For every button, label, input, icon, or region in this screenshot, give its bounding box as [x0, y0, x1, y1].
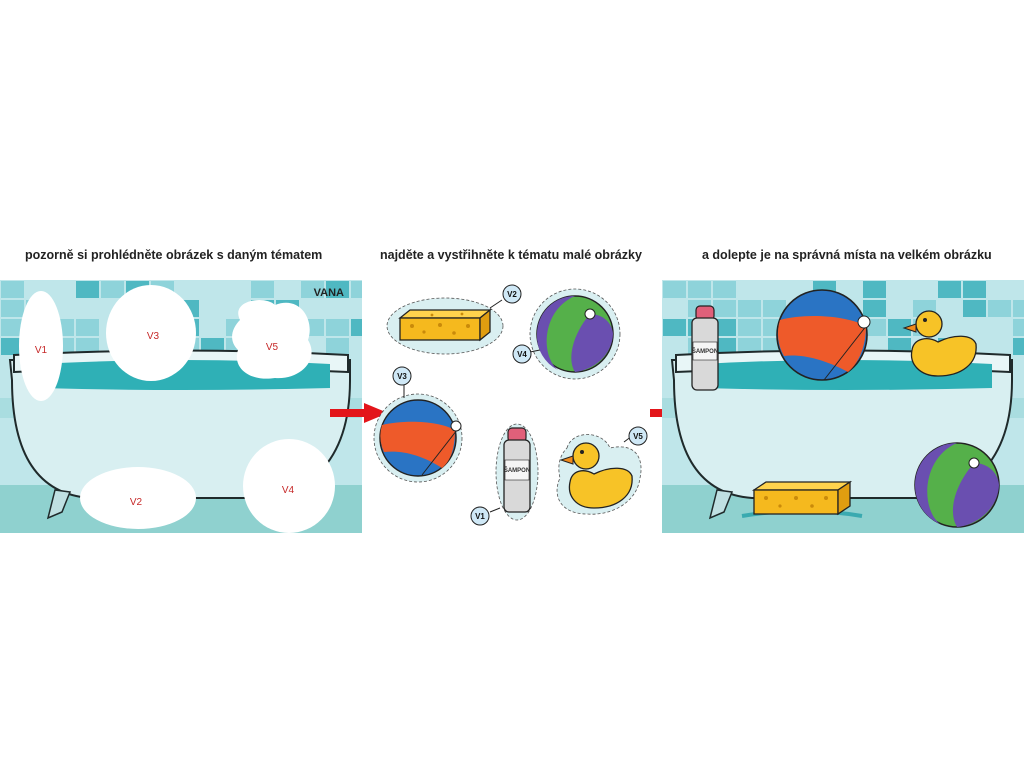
wall-tile — [838, 281, 861, 298]
wall-tile — [351, 281, 362, 298]
wall-tile — [863, 300, 886, 317]
sponge-icon — [741, 480, 863, 518]
tag-v5: V5 — [633, 432, 643, 441]
bathtub-illustration: ŠAMPON — [662, 280, 1024, 533]
right-arrow-icon — [330, 403, 388, 423]
beach-ball-green-cutout[interactable]: V4 — [512, 288, 621, 380]
wall-tile — [738, 319, 761, 336]
wall-tile — [1, 319, 24, 336]
wall-tile — [713, 281, 736, 298]
wall-tile — [1013, 319, 1024, 336]
wall-tile — [301, 281, 324, 298]
wall-tile — [713, 300, 736, 317]
wall-tile — [1, 338, 24, 355]
caption-step-2: najděte a vystřihněte k tématu malé obrá… — [380, 248, 642, 262]
wall-tile — [351, 338, 362, 355]
wall-tile — [663, 319, 686, 336]
bathtub-illustration: V1 V3 V5 V2 V4 VANA — [0, 280, 362, 533]
wall-tile — [888, 300, 911, 317]
wall-tile — [763, 281, 786, 298]
wall-tile — [938, 281, 961, 298]
wall-tile — [938, 319, 961, 336]
beach-ball-icon — [914, 442, 1000, 528]
wall-tile — [713, 319, 736, 336]
cutout-pieces: V2 V4 V3 ŠA — [362, 270, 662, 540]
wall-tile — [76, 300, 99, 317]
wall-tile — [201, 319, 224, 336]
shampoo-label: ŠAMPON — [504, 466, 530, 474]
wall-tile — [963, 319, 986, 336]
wall-tile — [988, 300, 1011, 317]
wall-tile — [1013, 338, 1024, 355]
slot-v3 — [106, 285, 196, 381]
shampoo-bottle-cutout[interactable]: ŠAMPON V1 — [470, 423, 539, 526]
slot-label-v4: V4 — [282, 485, 295, 496]
wall-tile — [713, 338, 736, 355]
caption-step-1: pozorně si prohlédněte obrázek s daným t… — [25, 248, 323, 262]
wall-tile — [763, 300, 786, 317]
theme-title: VANA — [314, 287, 344, 299]
wall-tile — [663, 281, 686, 298]
wall-tile — [201, 281, 224, 298]
tag-v3: V3 — [397, 372, 407, 381]
wall-tile — [101, 281, 124, 298]
wall-tile — [326, 281, 349, 298]
wall-tile — [176, 281, 199, 298]
wall-tile — [738, 281, 761, 298]
slot-v1 — [19, 291, 63, 401]
wall-tile — [988, 319, 1011, 336]
wall-tile — [988, 281, 1011, 298]
wall-tile — [351, 319, 362, 336]
tag-v2: V2 — [507, 290, 517, 299]
beach-ball-blue-cutout[interactable]: V3 — [373, 366, 463, 483]
wall-tile — [351, 300, 362, 317]
tag-v4: V4 — [517, 350, 527, 359]
wall-tile — [988, 338, 1011, 355]
shampoo-bottle-icon: ŠAMPON — [691, 305, 719, 391]
wall-tile — [251, 281, 274, 298]
wall-tile — [326, 319, 349, 336]
wall-tile — [688, 281, 711, 298]
wall-tile — [76, 281, 99, 298]
slot-label-v3: V3 — [147, 331, 160, 342]
wall-tile — [863, 281, 886, 298]
wall-tile — [663, 338, 686, 355]
wall-tile — [51, 281, 74, 298]
wall-tile — [326, 300, 349, 317]
slot-v5 — [232, 300, 312, 379]
completed-bathtub-scene: ŠAMPON — [662, 280, 1024, 533]
wall-tile — [963, 281, 986, 298]
wall-tile — [963, 300, 986, 317]
beach-ball-icon — [776, 289, 871, 381]
wall-tile — [226, 281, 249, 298]
wall-tile — [276, 281, 299, 298]
wall-tile — [301, 300, 324, 317]
slot-v4 — [243, 439, 335, 533]
wall-tile — [1, 281, 24, 298]
bathtub-scene-with-slots: V1 V3 V5 V2 V4 VANA — [0, 280, 362, 533]
wall-tile — [1013, 300, 1024, 317]
wall-tile — [326, 338, 349, 355]
wall-tile — [1013, 281, 1024, 298]
shampoo-label: ŠAMPON — [692, 347, 718, 355]
caption-step-3: a dolepte je na správná místa na velkém … — [702, 248, 992, 262]
wall-tile — [1, 300, 24, 317]
wall-tile — [663, 300, 686, 317]
wall-tile — [888, 319, 911, 336]
slot-label-v5: V5 — [266, 342, 279, 353]
wall-tile — [913, 281, 936, 298]
tag-v1: V1 — [475, 512, 485, 521]
rubber-duck-icon — [902, 310, 977, 377]
wall-tile — [938, 300, 961, 317]
sponge-cutout[interactable]: V2 — [386, 284, 522, 355]
wall-tile — [738, 300, 761, 317]
wall-tile — [76, 319, 99, 336]
wall-tile — [201, 300, 224, 317]
rubber-duck-cutout[interactable]: V5 — [556, 426, 648, 515]
wall-tile — [888, 281, 911, 298]
slot-label-v1: V1 — [35, 345, 48, 356]
slot-label-v2: V2 — [130, 497, 143, 508]
slot-v2 — [80, 467, 196, 529]
